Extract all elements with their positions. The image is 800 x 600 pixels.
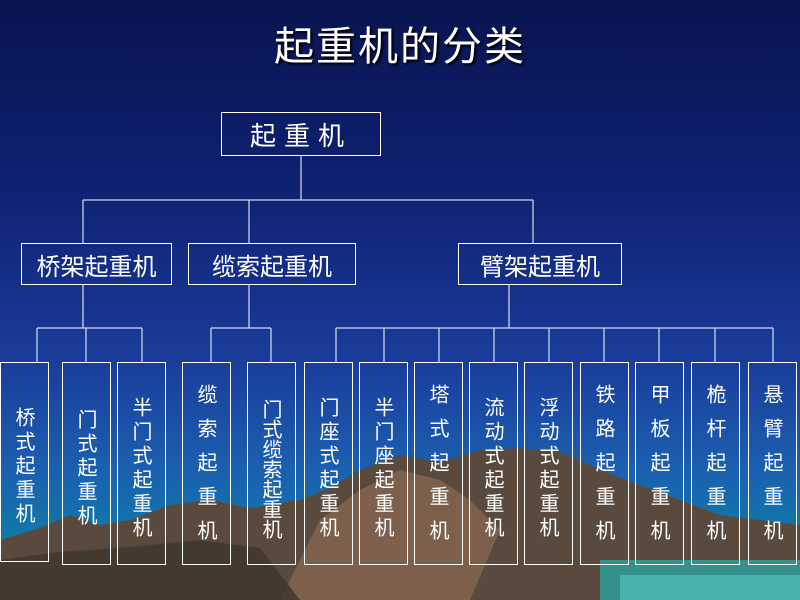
category-jib-crane: 臂架起重机 xyxy=(458,243,622,285)
leaf-gantry-cable-type: 门式缆索起重机 xyxy=(247,362,296,565)
leaf-gantry-type: 门式起重机 xyxy=(62,362,111,565)
leaf-floating-type: 浮动式起重机 xyxy=(524,362,573,565)
leaf-mobile-type: 流动式起重机 xyxy=(469,362,518,565)
leaf-cantilever-type: 悬臂起重机 xyxy=(748,362,797,565)
category-bridge-crane: 桥架起重机 xyxy=(21,243,172,285)
leaf-cable-type: 缆索起重机 xyxy=(182,362,231,565)
page-title: 起重机的分类 xyxy=(274,24,526,70)
leaf-mast-type: 桅杆起重机 xyxy=(691,362,740,565)
leaf-semi-gantry-type: 半门式起重机 xyxy=(117,362,166,565)
root-node: 起重机 xyxy=(221,112,381,156)
leaf-railway-type: 铁路起重机 xyxy=(580,362,629,565)
leaf-deck-type: 甲板起重机 xyxy=(635,362,684,565)
leaf-bridge-type: 桥式起重机 xyxy=(0,362,49,562)
leaf-portal-type: 门座式起重机 xyxy=(304,362,353,565)
leaf-semi-portal-type: 半门座起重机 xyxy=(359,362,408,565)
category-cable-crane: 缆索起重机 xyxy=(188,243,356,285)
leaf-tower-type: 塔式起重机 xyxy=(414,362,463,565)
